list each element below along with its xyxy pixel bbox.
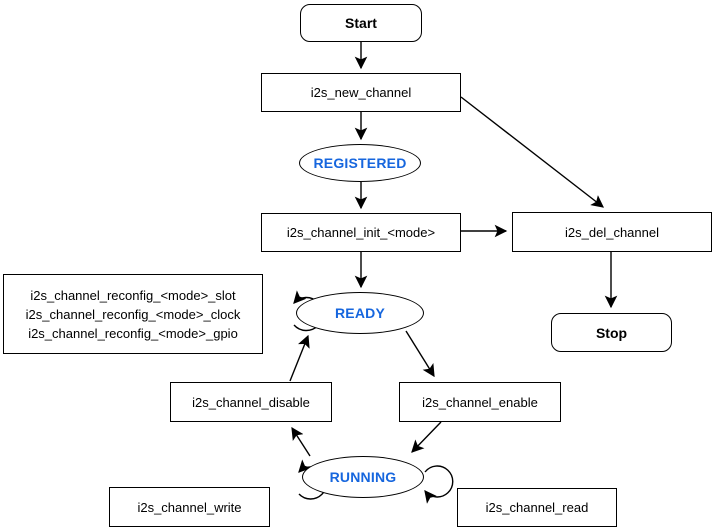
edge-disable-to-ready xyxy=(289,334,310,382)
node-i2s-channel-enable: i2s_channel_enable xyxy=(399,382,561,422)
state-ready: READY xyxy=(296,292,424,334)
node-i2s-del-channel: i2s_del_channel xyxy=(512,212,712,252)
edge-running-to-disable xyxy=(291,426,311,457)
node-stop: Stop xyxy=(551,313,672,352)
reconfig-line-gpio: i2s_channel_reconfig_<mode>_gpio xyxy=(28,325,238,341)
edge-enable-to-running xyxy=(411,421,442,453)
reconfig-line-clock: i2s_channel_reconfig_<mode>_clock xyxy=(25,306,241,322)
node-i2s-channel-reconfig: i2s_channel_reconfig_<mode>_slot i2s_cha… xyxy=(3,274,263,354)
node-i2s-channel-disable: i2s_channel_disable xyxy=(170,382,332,422)
state-running: RUNNING xyxy=(302,456,424,498)
reconfig-line-slot: i2s_channel_reconfig_<mode>_slot xyxy=(30,287,236,303)
node-i2s-channel-read: i2s_channel_read xyxy=(457,488,617,527)
state-registered: REGISTERED xyxy=(299,144,421,182)
node-i2s-channel-write: i2s_channel_write xyxy=(109,487,270,527)
edge-ready-to-enable xyxy=(405,330,435,378)
edge-running-self-loop-right xyxy=(424,465,454,504)
node-i2s-new-channel: i2s_new_channel xyxy=(261,73,461,112)
node-i2s-channel-init: i2s_channel_init_<mode> xyxy=(261,213,461,252)
edge-new-channel-to-del-channel xyxy=(460,96,604,208)
node-start: Start xyxy=(300,4,422,42)
